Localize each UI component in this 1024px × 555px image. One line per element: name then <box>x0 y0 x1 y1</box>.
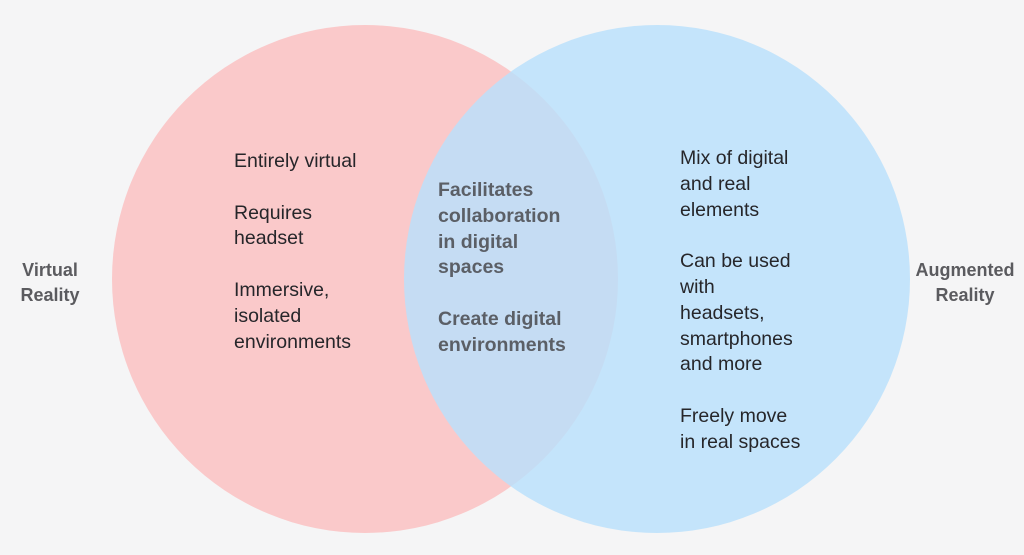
virtual-reality-label-line-1: Virtual <box>22 260 78 280</box>
augmented-reality-only-region: Mix of digital and real elements Can be … <box>680 146 850 456</box>
augmented-reality-circle <box>404 25 910 533</box>
virtual-reality-only-region: Entirely virtual Requires headset Immers… <box>234 149 394 355</box>
ar-item-devices: Can be used with headsets, smartphones a… <box>680 250 793 376</box>
shared-item-create-environments: Create digital environments <box>438 307 566 356</box>
augmented-reality-label-line-1: Augmented <box>915 260 1015 280</box>
overlap-region: Facilitates collaboration in digital spa… <box>438 178 608 359</box>
augmented-reality-label: Augmented Reality <box>906 258 1024 308</box>
ar-item-move-real-spaces: Freely move in real spaces <box>680 404 801 453</box>
vr-item-entirely-virtual: Entirely virtual <box>234 150 357 172</box>
shared-item-collaboration: Facilitates collaboration in digital spa… <box>438 179 561 279</box>
vr-item-requires-headset: Requires headset <box>234 201 313 250</box>
virtual-reality-label: Virtual Reality <box>8 258 92 308</box>
virtual-reality-label-line-2: Reality <box>20 285 80 305</box>
augmented-reality-label-line-2: Reality <box>935 285 995 305</box>
ar-item-mix-digital-real: Mix of digital and real elements <box>680 147 789 221</box>
vr-item-immersive-isolated: Immersive, isolated environments <box>234 278 352 353</box>
